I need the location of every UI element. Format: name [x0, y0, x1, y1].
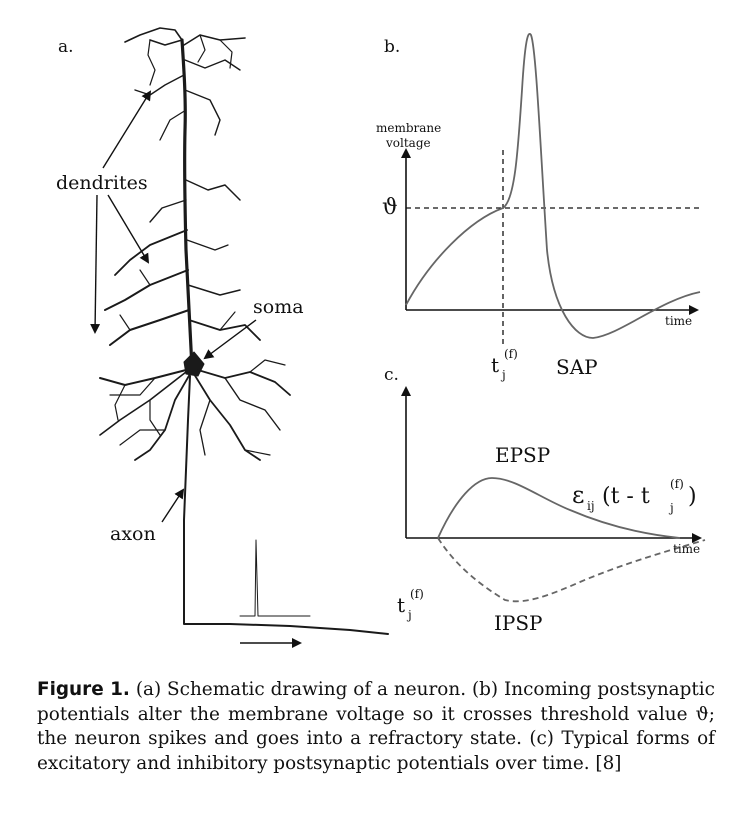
epsp-label: EPSP	[495, 443, 550, 467]
kernel-arg: (t - t	[602, 484, 650, 509]
panel-a: a.	[56, 27, 389, 648]
psp-kernel-formula: ε ij (t - t j (f) )	[572, 477, 697, 515]
kernel-sub-ij: ij	[587, 499, 595, 513]
kernel-epsilon: ε	[572, 481, 584, 509]
onset-time-sup: (f)	[410, 587, 424, 601]
membrane-voltage-curve	[405, 33, 701, 339]
ipsp-label: IPSP	[494, 611, 543, 635]
panel-c-axes	[401, 386, 702, 543]
figure-1: a.	[56, 27, 706, 648]
ipsp-curve	[437, 537, 706, 603]
panel-c-label: c.	[384, 365, 399, 385]
neuron-pointer-arrows	[90, 90, 302, 648]
panel-b-time-label: time	[665, 314, 692, 328]
panel-a-label: a.	[58, 37, 74, 57]
spike-time-sup: (f)	[504, 347, 518, 361]
caption-text: (a) Schematic drawing of a neuron. (b) I…	[37, 679, 715, 774]
y-axis-label-line1: membrane	[376, 121, 441, 135]
caption-label: Figure 1.	[37, 679, 130, 700]
panel-c: c. EPSP IPSP time ε ij (t - t j (f) ) t …	[384, 365, 706, 635]
threshold-lines	[406, 150, 700, 348]
kernel-sub-j: j	[668, 501, 674, 515]
onset-time-t: t	[397, 593, 405, 617]
spike-time-t: t	[491, 353, 499, 377]
dendrites-label: dendrites	[56, 172, 148, 194]
threshold-symbol: ϑ	[382, 195, 398, 220]
figure-graphic: a.	[56, 27, 706, 648]
panel-b-label: b.	[384, 37, 400, 57]
onset-time-sub: j	[406, 608, 412, 622]
neuron-drawing	[99, 27, 389, 635]
kernel-sup-f: (f)	[670, 477, 684, 491]
y-axis-label-line2: voltage	[385, 136, 431, 150]
panel-b-axes	[401, 148, 699, 315]
panel-b: b. membrane voltage ϑ time t j (f) SAP	[376, 33, 701, 382]
sap-label: SAP	[556, 355, 598, 379]
figure-caption: Figure 1. (a) Schematic drawing of a neu…	[37, 678, 715, 776]
epsp-curve	[437, 477, 681, 539]
spike-time-sub: j	[500, 368, 506, 382]
kernel-close: )	[688, 484, 697, 509]
panel-c-time-label: time	[673, 542, 700, 556]
soma-label: soma	[253, 296, 304, 318]
axon-label: axon	[110, 523, 156, 545]
